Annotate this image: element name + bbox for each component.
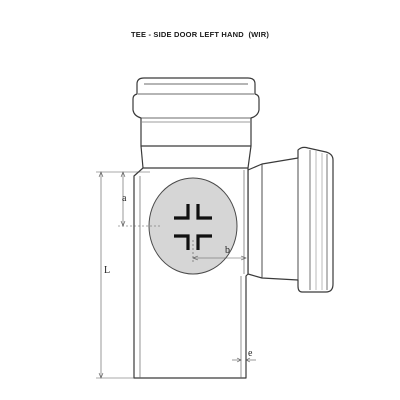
access-door bbox=[148, 177, 238, 275]
dimension-label-L: L bbox=[104, 265, 110, 276]
dimension-label-b: b bbox=[225, 245, 230, 256]
side-branch-socket bbox=[247, 146, 334, 293]
dimension-label-e: e bbox=[248, 348, 253, 359]
door-cross-marking bbox=[174, 204, 212, 250]
dimension-label-a: a bbox=[122, 193, 127, 204]
dimension-lines bbox=[96, 171, 256, 379]
top-socket bbox=[132, 77, 260, 169]
drawing-title: TEE - SIDE DOOR LEFT HAND (WIR) bbox=[130, 30, 270, 39]
